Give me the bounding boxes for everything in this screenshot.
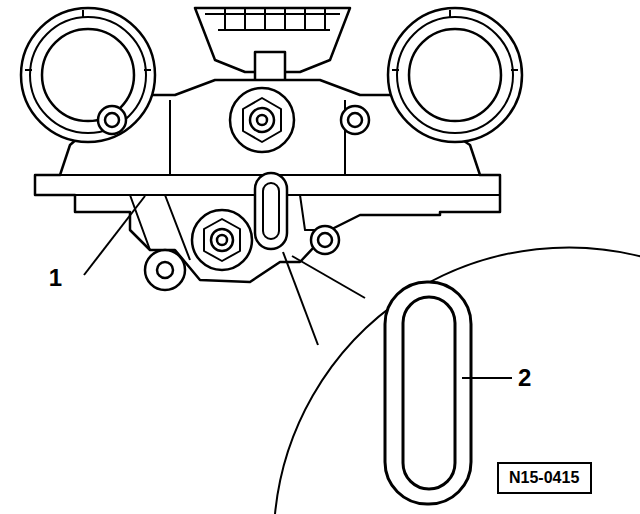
leader-line — [84, 196, 145, 275]
leader-line — [462, 377, 512, 379]
sprocket-nut — [230, 88, 294, 152]
callout-number: 2 — [518, 366, 531, 390]
detail-circle — [275, 247, 640, 514]
callout-number: 1 — [49, 266, 62, 290]
camshaft-ring — [21, 8, 155, 142]
figure-code: N15-0415 — [509, 469, 580, 487]
figure-code-box: N15-0415 — [497, 462, 592, 494]
sprocket-nut — [192, 210, 252, 270]
camshaft-ring — [388, 8, 522, 142]
oval-seal — [255, 173, 287, 249]
seal-detail — [385, 282, 471, 504]
